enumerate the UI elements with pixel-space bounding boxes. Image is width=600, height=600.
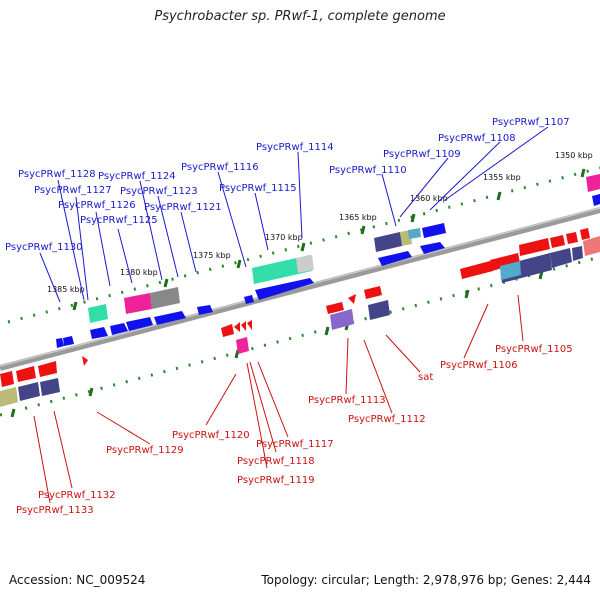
gene-label[interactable]: PsycPRwf_1110 [329, 165, 407, 176]
leader-lines [39, 126, 549, 303]
gene-label[interactable]: PsycPRwf_1113 [308, 395, 386, 406]
tick-label: 1360 kbp [410, 194, 448, 203]
gene-label[interactable]: PsycPRwf_1112 [348, 414, 426, 425]
gene-arrow [241, 321, 246, 331]
gene-label[interactable]: PsycPRwf_1107 [492, 117, 570, 128]
tick-label: 1365 kbp [339, 213, 377, 222]
gene-block [18, 382, 40, 401]
gene-arrow [519, 238, 550, 256]
gene-arrow [364, 286, 382, 299]
gene-block [368, 300, 390, 320]
tick-label: 1355 kbp [483, 173, 521, 182]
reverse-genes [0, 228, 600, 387]
reverse-blocks [0, 246, 583, 407]
gene-arrow [583, 236, 600, 256]
gene-label[interactable]: PsycPRwf_1133 [16, 505, 94, 516]
gene-label[interactable]: PsycPRwf_1125 [80, 215, 158, 226]
gene-arrow [90, 327, 108, 339]
tick-label: 1375 kbp [193, 251, 231, 260]
gene-block [572, 246, 583, 261]
gene-block [40, 378, 60, 396]
gene-label[interactable]: PsycPRwf_1124 [98, 171, 176, 182]
gene-label[interactable]: PsycPRwf_1127 [34, 185, 112, 196]
gene-label[interactable]: PsycPRwf_1128 [18, 169, 96, 180]
gene-label[interactable]: PsycPRwf_1119 [237, 475, 315, 486]
gene-label[interactable]: PsycPRwf_1117 [256, 439, 334, 450]
gene-arrow [154, 311, 186, 325]
gene-block [408, 228, 421, 239]
gene-arrow [550, 235, 565, 248]
accession-text: Accession: NC_009524 [9, 573, 146, 587]
gene-label[interactable]: PsycPRwf_1118 [237, 456, 315, 467]
gene-label[interactable]: PsycPRwf_1129 [106, 445, 184, 456]
page-title: Psychrobacter sp. PRwf-1, complete genom… [154, 9, 446, 24]
gene-arrow [490, 253, 520, 271]
gene-arrow [234, 322, 240, 332]
gene-label[interactable]: PsycPRwf_1114 [256, 142, 334, 153]
tick-label: 1350 kbp [555, 151, 593, 160]
gene-arrow [244, 295, 254, 304]
forward-blocks [88, 174, 600, 323]
gene-label[interactable]: sat [418, 372, 433, 383]
tick-label: 1380 kbp [120, 268, 158, 277]
genome-stats-text: Topology: circular; Length: 2,978,976 bp… [261, 573, 591, 587]
gene-arrow [38, 361, 57, 377]
gene-block [550, 248, 572, 268]
gene-block [0, 387, 18, 407]
gene-block [236, 337, 249, 354]
gene-arrow [580, 228, 590, 240]
gene-arrow [420, 242, 445, 254]
tick-label: 1370 kbp [265, 233, 303, 242]
gene-arrow [422, 223, 446, 238]
gene-arrow [255, 278, 314, 300]
gene-label[interactable]: PsycPRwf_1120 [172, 430, 250, 441]
gene-block [330, 309, 354, 330]
gene-arrow [126, 317, 153, 331]
gene-block [88, 304, 108, 323]
gene-arrow [348, 294, 356, 304]
gene-label[interactable]: PsycPRwf_1130 [5, 242, 83, 253]
gene-arrow [221, 324, 234, 337]
gene-block [500, 261, 521, 280]
gene-label[interactable]: PsycPRwf_1106 [440, 360, 518, 371]
gene-arrow [82, 356, 88, 366]
gene-block [296, 255, 314, 273]
gene-arrow [326, 302, 344, 314]
gene-block [586, 174, 600, 192]
gene-label[interactable]: PsycPRwf_1121 [144, 202, 222, 213]
gene-label[interactable]: PsycPRwf_1108 [438, 133, 516, 144]
gene-block [124, 293, 152, 314]
gene-arrow [197, 305, 213, 315]
gene-label[interactable]: PsycPRwf_1116 [181, 162, 259, 173]
gene-arrow [460, 261, 493, 279]
gene-label[interactable]: PsycPRwf_1123 [120, 186, 198, 197]
gene-block [374, 232, 402, 252]
gene-arrow [592, 194, 600, 206]
gene-arrow [110, 323, 128, 335]
gene-label[interactable]: PsycPRwf_1132 [38, 490, 116, 501]
gene-arrow [56, 338, 64, 348]
tick-label: 1385 kbp [47, 285, 85, 294]
gene-label[interactable]: PsycPRwf_1105 [495, 344, 573, 355]
gene-arrow [378, 251, 412, 266]
gene-block [150, 287, 180, 309]
gene-arrow [63, 336, 74, 346]
gene-arrow [16, 366, 36, 382]
gene-label[interactable]: PsycPRwf_1109 [383, 149, 461, 160]
gene-arrow [566, 232, 578, 244]
gene-label[interactable]: PsycPRwf_1115 [219, 183, 297, 194]
gene-label[interactable]: PsycPRwf_1126 [58, 200, 136, 211]
gene-arrow [247, 320, 252, 330]
leader-lines-red [33, 294, 524, 504]
gene-arrow [0, 371, 14, 387]
